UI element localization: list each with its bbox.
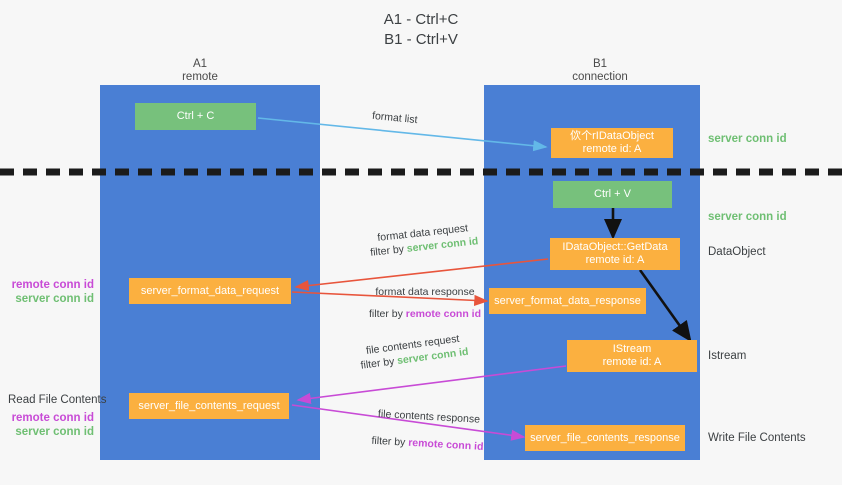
label-server-conn-id-top: server conn id (708, 133, 787, 145)
page-title: A1 - Ctrl+C B1 - Ctrl+V (383, 11, 459, 48)
edge-format-data-request-prefix: filter by (369, 242, 408, 259)
box-idataobject-line2: remote id: A (582, 143, 642, 155)
box-idataobject-line1: 佽个rIDataObject (570, 130, 654, 142)
box-server-file-contents-response[interactable]: server_file_contents_response (525, 425, 685, 451)
legend-conn-ids-top: remote conn id server conn id (0, 278, 94, 306)
arrow-format-data-request (294, 258, 549, 292)
box-getdata-line1: IDataObject::GetData (562, 241, 668, 253)
box-ctrl-v[interactable]: Ctrl + V (553, 181, 672, 208)
legend-remote-conn-id-bottom: remote conn id (11, 412, 94, 424)
box-server-file-contents-request[interactable]: server_file_contents_request (129, 393, 289, 419)
box-server-format-data-response-label: server_format_data_response (494, 294, 641, 307)
box-getdata-line2: remote id: A (585, 254, 645, 266)
edge-file-contents-response-prefix: filter by (371, 434, 409, 449)
box-server-format-data-request-label: server_format_data_request (140, 284, 280, 297)
edge-format-data-response-line2: filter by remote conn id (340, 307, 510, 321)
legend-server-conn-id-top: server conn id (15, 293, 94, 305)
lane-a1-title: A1 (192, 58, 208, 70)
label-server-conn-id-second: server conn id (708, 211, 787, 223)
legend-conn-ids-bottom: remote conn id server conn id (0, 411, 94, 439)
box-server-format-data-response[interactable]: server_format_data_response (489, 288, 646, 314)
legend-server-conn-id-bottom: server conn id (15, 426, 94, 438)
box-idataobject[interactable]: 佽个rIDataObject remote id: A (551, 128, 673, 158)
arrow-getdata-to-istream (638, 269, 692, 343)
box-ctrl-c-label: Ctrl + C (176, 110, 215, 122)
edge-format-data-response-prefix: filter by (368, 308, 406, 320)
box-ctrl-v-label: Ctrl + V (594, 188, 631, 200)
box-server-file-contents-request-label: server_file_contents_request (138, 399, 280, 412)
box-server-format-data-request[interactable]: server_format_data_request (129, 278, 291, 304)
label-dataobject: DataObject (708, 246, 766, 258)
arrow-format-list (257, 117, 548, 152)
arrow-file-contents-response (291, 404, 526, 441)
box-server-file-contents-response-label: server_file_contents_response (530, 431, 680, 444)
box-istream-line1: IStream (612, 343, 652, 355)
lane-b1-subtitle: connection (572, 71, 628, 83)
lane-a1-subtitle: remote (182, 71, 218, 83)
edge-format-data-response-line1: format data response (375, 286, 475, 298)
box-istream-line2: remote id: A (602, 356, 662, 368)
legend-remote-conn-id-top: remote conn id (11, 279, 94, 291)
lane-b1-title: B1 (592, 58, 608, 70)
arrow-file-contents-request (296, 365, 567, 404)
box-idataobject-getdata[interactable]: IDataObject::GetData remote id: A (550, 238, 680, 270)
edge-format-data-response-highlight: remote conn id (405, 308, 482, 320)
box-istream[interactable]: IStream remote id: A (567, 340, 697, 372)
label-write-file-contents: Write File Contents (708, 432, 806, 444)
edge-label-format-data-response: format data response filter by remote co… (340, 285, 510, 321)
label-read-file-contents: Read File Contents (8, 394, 107, 406)
box-ctrl-c[interactable]: Ctrl + C (135, 103, 256, 130)
arrow-format-data-response (291, 291, 489, 307)
label-istream: Istream (708, 350, 747, 362)
